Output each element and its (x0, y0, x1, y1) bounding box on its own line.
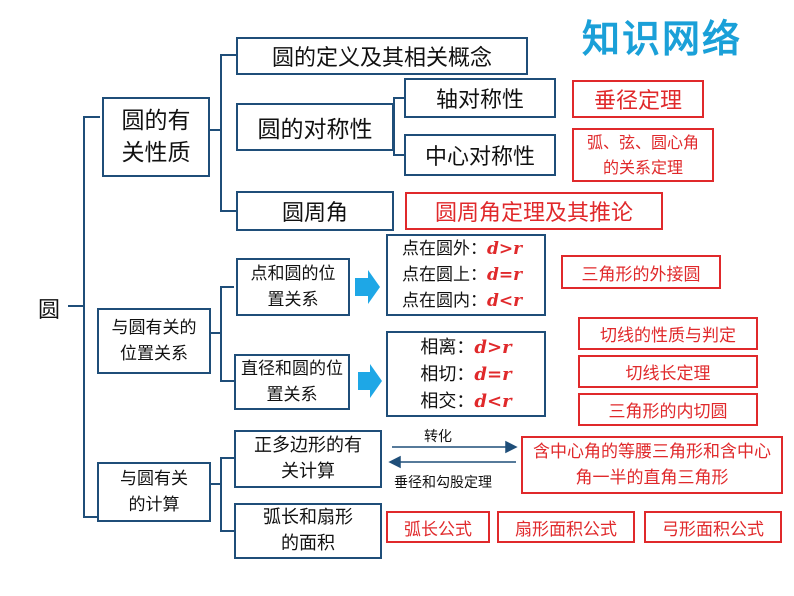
line-conditions: 相离：d>r 相切：d=r 相交：d<r (386, 331, 546, 417)
result-perpendicular-diameter: 垂径定理 (572, 80, 704, 118)
node-point-circle: 点和圆的位置关系 (236, 258, 350, 316)
node-arc-sector: 弧长和扇形的面积 (234, 503, 382, 559)
page-title: 知识网络 (582, 17, 743, 61)
node-center-symmetry: 中心对称性 (404, 134, 556, 176)
result-incircle: 三角形的内切圆 (578, 393, 758, 426)
root-node: 圆 (38, 298, 61, 323)
arrow-icon (355, 270, 380, 304)
branch-properties: 圆的有关性质 (102, 97, 210, 177)
point-conditions: 点在圆外：d>r 点在圆上：d=r 点在圆内：d<r (386, 234, 546, 316)
transform-label: 转化 (424, 429, 452, 445)
formula-sector-area: 扇形面积公式 (497, 511, 635, 543)
condition-separate: 相离：d>r (420, 336, 512, 358)
result-tangent-length: 切线长定理 (578, 355, 758, 388)
node-inscribed-angle: 圆周角 (236, 191, 394, 231)
root-brace (68, 116, 100, 518)
transform-arrowhead (505, 440, 518, 454)
condition-tangent: 相切：d=r (420, 363, 512, 385)
node-symmetry: 圆的对称性 (236, 103, 394, 151)
condition-intersect: 相交：d<r (420, 390, 512, 412)
result-arc-chord-angle: 弧、弦、圆心角的关系定理 (572, 128, 714, 182)
branch-calculation: 与圆有关的计算 (97, 462, 211, 522)
result-tangent-properties: 切线的性质与判定 (578, 317, 758, 350)
formula-arc-length: 弧长公式 (386, 511, 490, 543)
condition-outside: 点在圆外：d>r (402, 239, 523, 259)
arrow-icon (358, 364, 382, 398)
result-triangles: 含中心角的等腰三角形和含中心角一半的直角三角形 (521, 436, 783, 494)
result-inscribed-angle-theorem: 圆周角定理及其推论 (405, 192, 663, 230)
condition-on: 点在圆上：d=r (402, 265, 523, 285)
branch2-brace (211, 286, 234, 382)
formula-segment-area: 弓形面积公式 (644, 511, 782, 543)
node-definition: 圆的定义及其相关概念 (236, 37, 528, 75)
theorem-label: 垂径和勾股定理 (394, 475, 492, 491)
node-line-circle: 直径和圆的位置关系 (234, 354, 350, 410)
node-axis-symmetry: 轴对称性 (404, 78, 556, 118)
condition-inside: 点在圆内：d<r (402, 291, 523, 311)
branch3-brace (211, 457, 234, 532)
node-regular-polygon: 正多边形的有关计算 (234, 430, 382, 488)
branch-position: 与圆有关的位置关系 (97, 308, 211, 374)
theorem-arrowhead (388, 455, 401, 469)
result-circumcircle: 三角形的外接圆 (561, 255, 721, 289)
